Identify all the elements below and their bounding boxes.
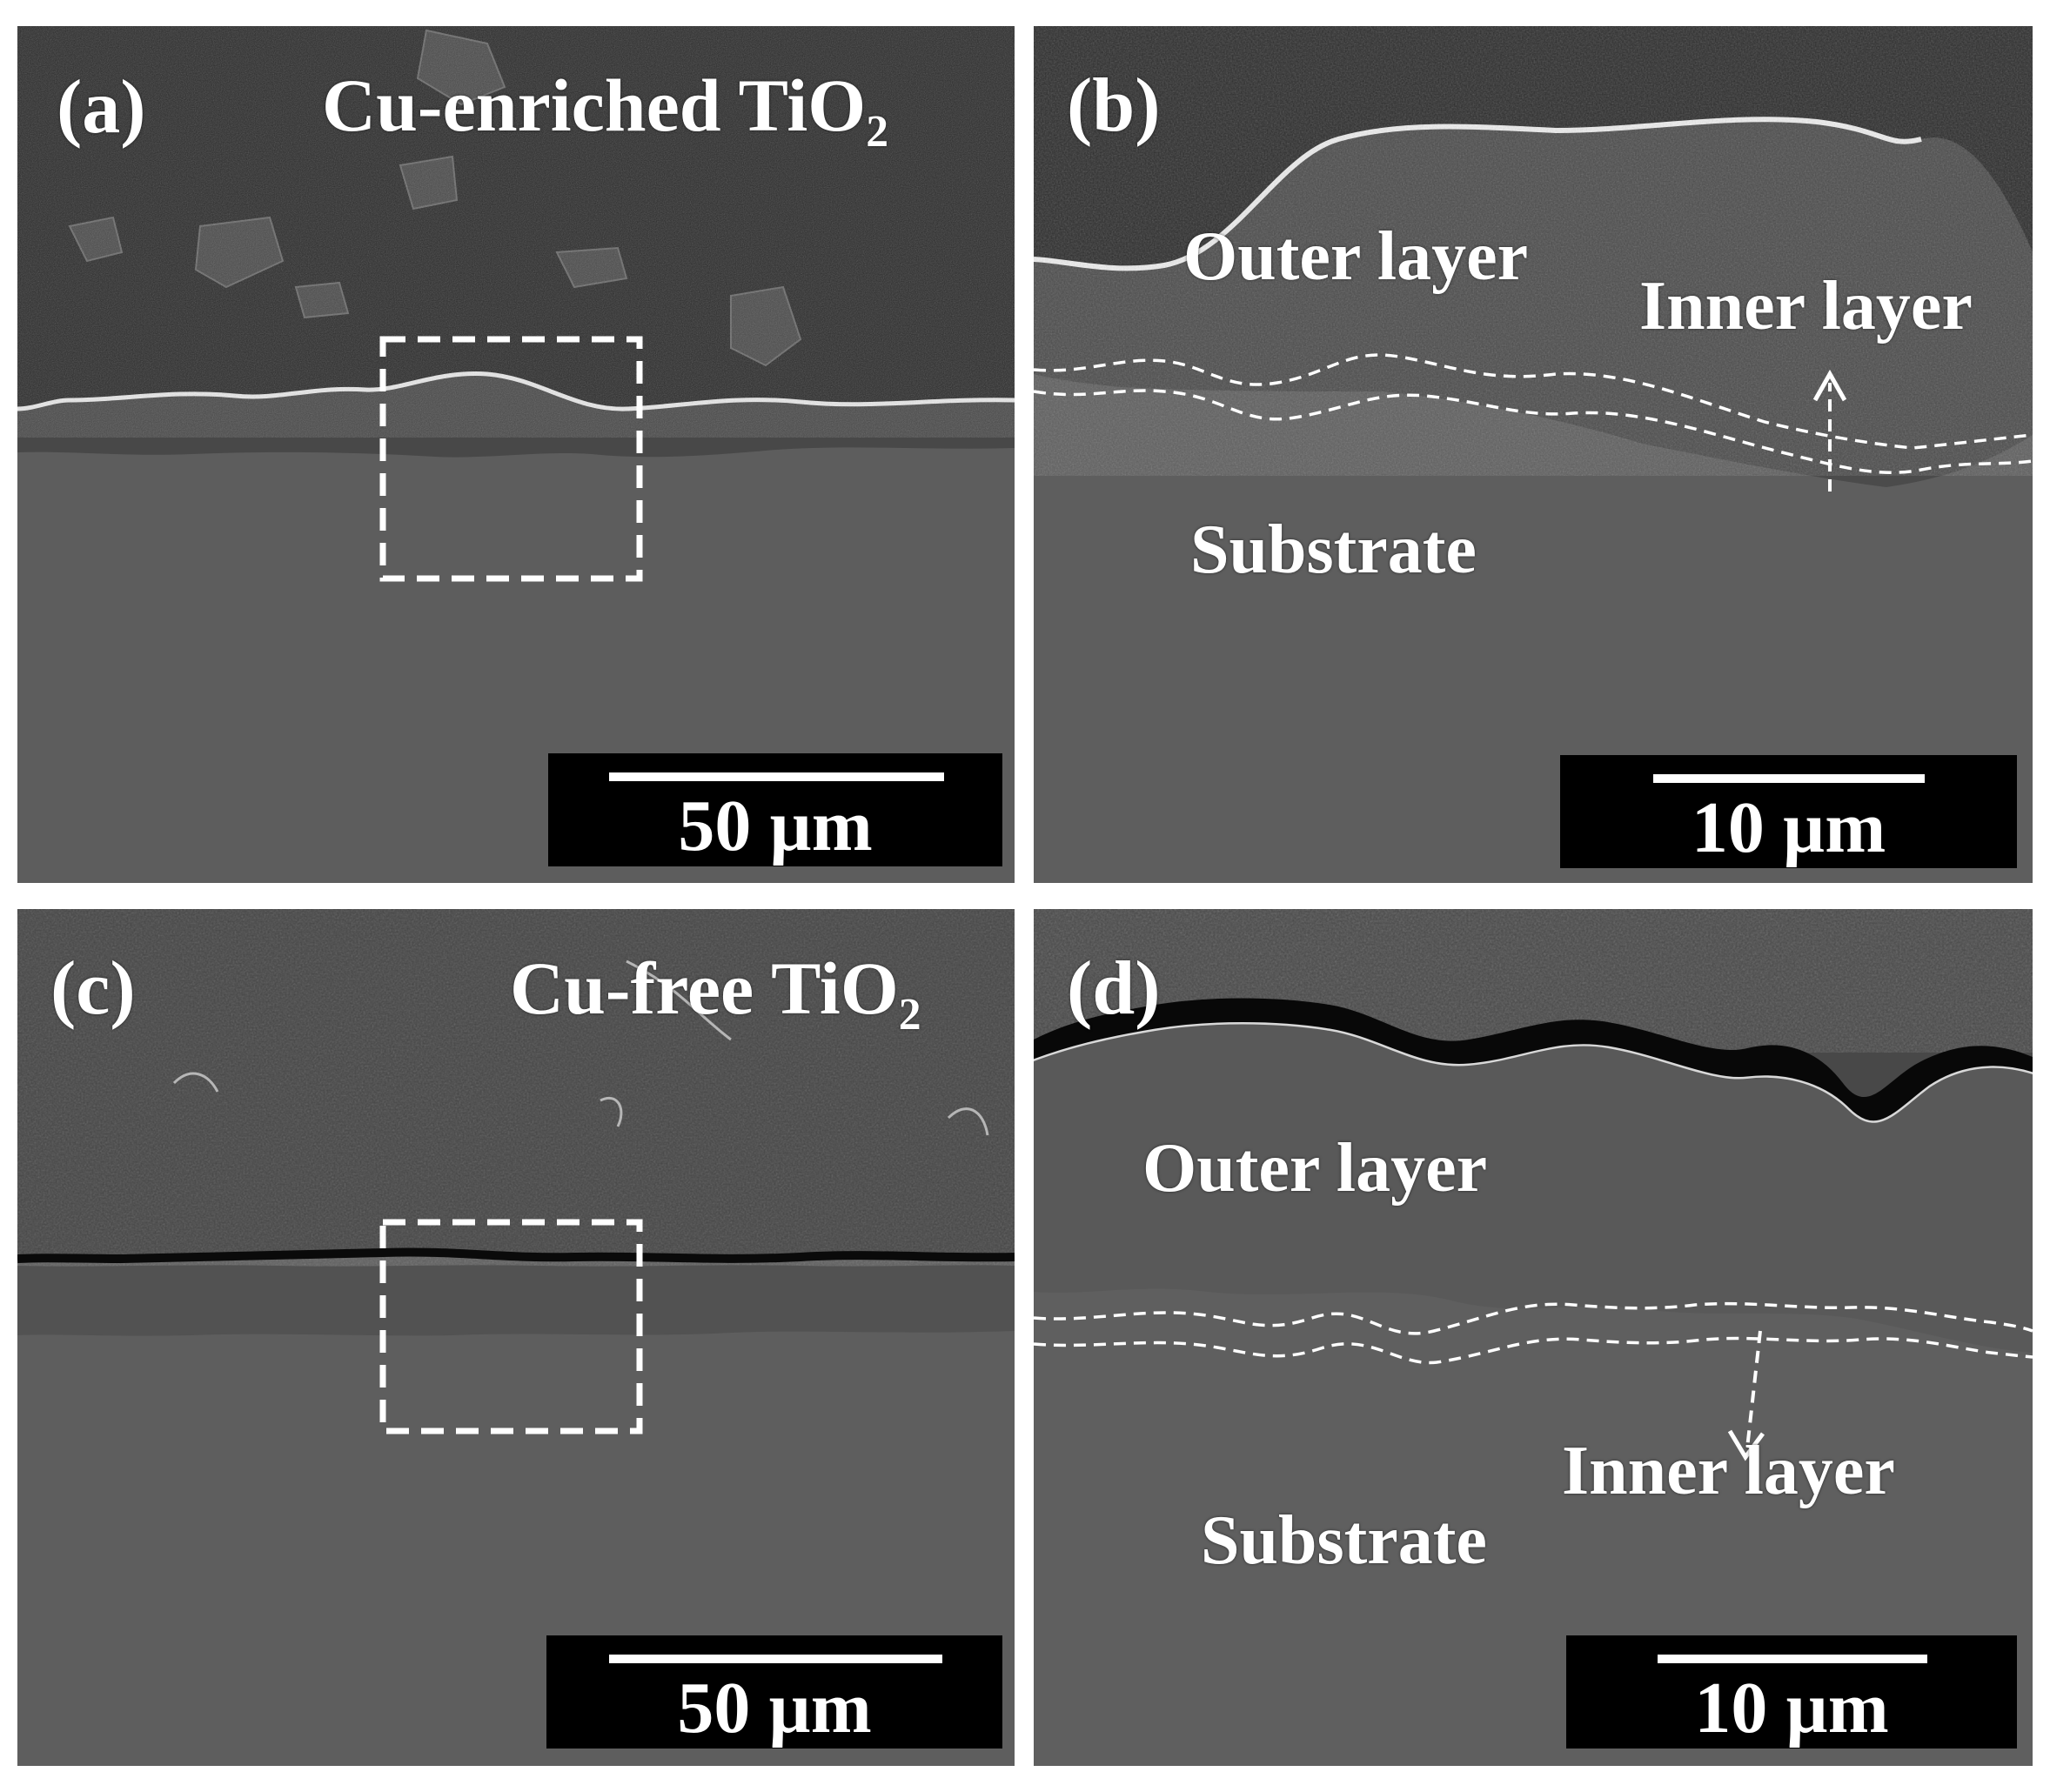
panel-b-scalebar-label: 10 µm: [1691, 787, 1886, 868]
panel-c-title-subscript: 2: [898, 990, 921, 1040]
panel-a-micrograph: [17, 26, 1015, 883]
panel-a-letter: (a): [57, 65, 146, 150]
panel-d-inner-layer-label: Inner layer: [1562, 1433, 1895, 1509]
panel-b-micrograph: [1034, 26, 2033, 883]
panel-a-title: Cu-enriched TiO2: [322, 68, 888, 154]
panel-d-micrograph: [1034, 909, 2033, 1766]
panel-b: (b) Outer layer Inner layer Substrate 10…: [1034, 26, 2033, 883]
panel-c-title: Cu-free TiO2: [510, 951, 921, 1037]
panel-a-scalebar-label: 50 µm: [678, 786, 873, 866]
panel-b-inner-layer-label: Inner layer: [1639, 268, 1973, 344]
panel-a-scalebar-line: [609, 772, 944, 781]
panel-d-substrate-label: Substrate: [1201, 1502, 1487, 1579]
panel-d-scalebar: 10 µm: [1566, 1635, 2017, 1749]
panel-c-letter: (c): [50, 946, 136, 1031]
panel-d-scalebar-label: 10 µm: [1694, 1668, 1889, 1749]
panel-c-micrograph: [17, 909, 1015, 1766]
panel-b-scalebar: 10 µm: [1560, 755, 2017, 868]
panel-c: (c) Cu-free TiO2 50 µm: [17, 909, 1015, 1766]
panel-c-scalebar-line: [609, 1655, 942, 1663]
panel-d: (d) Outer layer Inner layer Substrate 10…: [1034, 909, 2033, 1766]
panel-d-letter: (d): [1067, 946, 1161, 1031]
panel-d-scalebar-line: [1658, 1655, 1927, 1663]
panel-c-scalebar: 50 µm: [546, 1635, 1002, 1749]
panel-a-title-subscript: 2: [866, 107, 888, 157]
panel-b-scalebar-line: [1653, 774, 1925, 783]
panel-a-title-main: Cu-enriched TiO: [322, 64, 867, 147]
panel-b-substrate-label: Substrate: [1190, 512, 1477, 588]
panel-d-outer-layer-label: Outer layer: [1142, 1130, 1488, 1207]
panel-c-scalebar-label: 50 µm: [677, 1668, 872, 1749]
panel-a: (a) Cu-enriched TiO2 50 µm: [17, 26, 1015, 883]
panel-a-scalebar: 50 µm: [548, 753, 1002, 866]
panel-c-title-main: Cu-free TiO: [510, 946, 899, 1030]
panel-b-letter: (b): [1067, 64, 1161, 148]
panel-b-outer-layer-label: Outer layer: [1183, 218, 1529, 295]
